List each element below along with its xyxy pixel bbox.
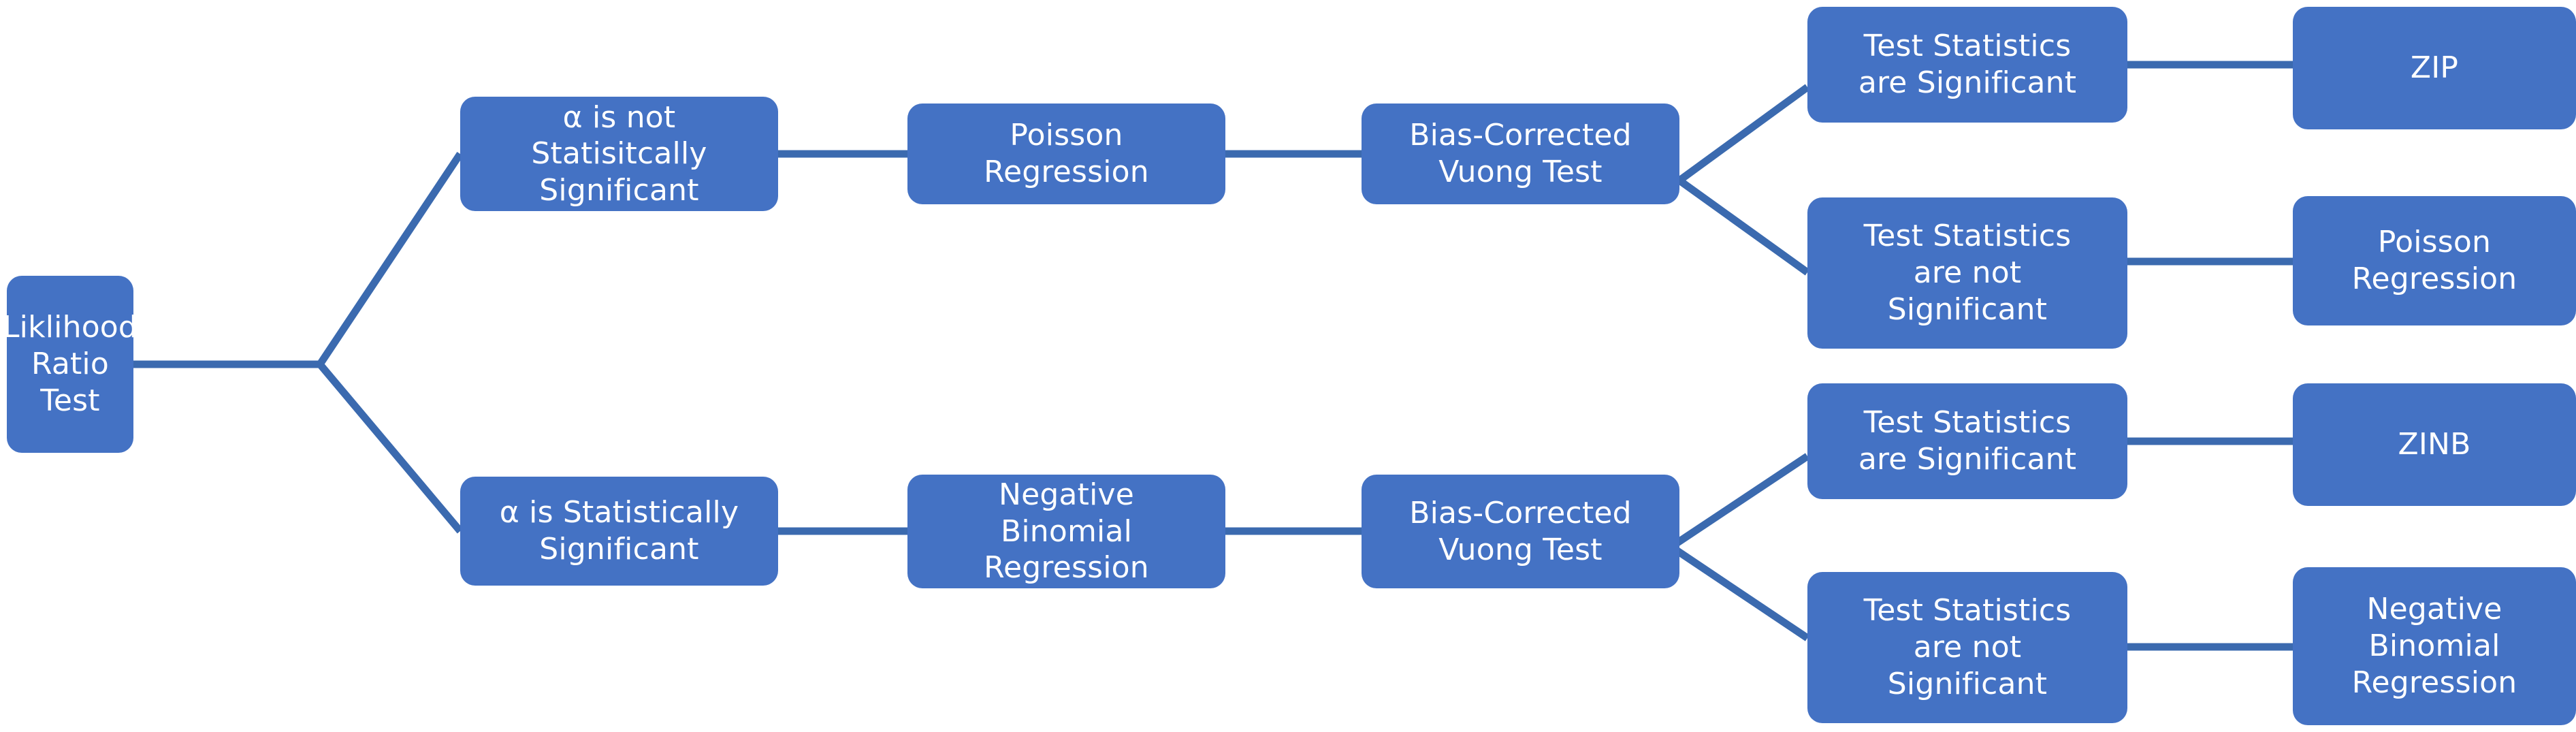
node-zip[interactable]: ZIP [2293, 7, 2576, 129]
node-negative-binomial-regression[interactable]: Negative Binomial Regression [907, 475, 1225, 588]
connector-vuong-bottom-to-nsig [1669, 543, 1810, 641]
node-label: ZIP [2410, 50, 2459, 86]
node-label: Poisson Regression [2351, 225, 2517, 296]
node-likelihood-ratio-test[interactable]: Liklihood Ratio Test [3, 276, 138, 453]
connector-lrt-to-alpha-ns [317, 151, 464, 367]
node-label: Bias-Corrected Vuong Test [1409, 118, 1632, 189]
node-label: Test Statistics are not Significant [1863, 593, 2072, 701]
node-vuong-test-bottom[interactable]: Bias-Corrected Vuong Test [1362, 475, 1679, 588]
node-test-statistics-significant-bottom[interactable]: Test Statistics are Significant [1807, 383, 2127, 499]
node-label: Poisson Regression [984, 118, 1149, 189]
node-label: Bias-Corrected Vuong Test [1409, 495, 1632, 567]
node-label: Test Statistics are Significant [1858, 29, 2077, 100]
node-test-statistics-significant-top[interactable]: Test Statistics are Significant [1807, 7, 2127, 123]
node-label: Liklihood Ratio Test [2, 310, 138, 418]
node-test-statistics-not-significant-bottom[interactable]: Test Statistics are not Significant [1807, 572, 2127, 723]
node-label: Test Statistics are not Significant [1863, 219, 2072, 327]
node-label: α is Statistically Significant [499, 495, 739, 567]
node-poisson-regression[interactable]: Poisson Regression [907, 104, 1225, 204]
node-alpha-not-significant[interactable]: α is not Statisitcally Significant [460, 97, 778, 211]
connector-vuong-top-to-nsig [1677, 177, 1810, 276]
node-negative-binomial-regression-outcome[interactable]: Negative Binomial Regression [2293, 567, 2576, 725]
node-poisson-regression-outcome[interactable]: Poisson Regression [2293, 196, 2576, 325]
node-vuong-test-top[interactable]: Bias-Corrected Vuong Test [1362, 104, 1679, 204]
node-label: α is not Statisitcally Significant [531, 99, 707, 208]
connector-vuong-bottom-to-sig [1669, 453, 1810, 550]
node-label: Negative Binomial Regression [984, 477, 1149, 586]
node-label: Test Statistics are Significant [1858, 405, 2077, 477]
node-zinb[interactable]: ZINB [2293, 383, 2576, 506]
node-label: Negative Binomial Regression [2351, 592, 2517, 700]
connector-lrt-to-alpha-s [317, 362, 464, 534]
node-label: ZINB [2398, 427, 2471, 462]
connector-vuong-top-to-sig [1677, 84, 1810, 184]
node-alpha-significant[interactable]: α is Statistically Significant [460, 477, 778, 586]
node-test-statistics-not-significant-top[interactable]: Test Statistics are not Significant [1807, 197, 2127, 349]
